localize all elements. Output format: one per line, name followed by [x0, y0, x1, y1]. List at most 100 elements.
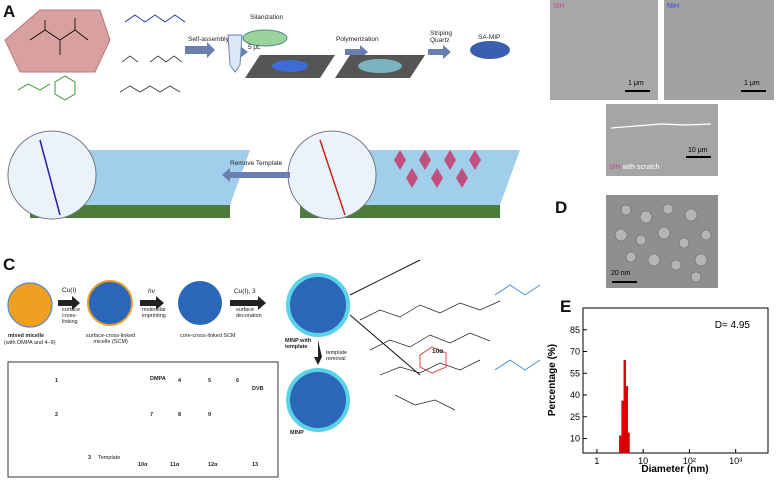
surface-crosslinking-label: surface cross- linking — [62, 307, 80, 325]
compound-number: 5 — [208, 378, 212, 384]
core-scm-label: core-cross-linked SCM — [180, 333, 236, 339]
mixed-micelle — [7, 282, 53, 328]
step-self-assembly: Self-assembly — [188, 36, 229, 43]
x-tick-label: 1 — [594, 456, 599, 466]
scale-text: 10 μm — [688, 147, 708, 154]
tem-image: 20 nm — [606, 195, 718, 288]
surface-decoration-label: surface decoration — [236, 307, 262, 319]
sem-image-sih: SIH 1 μm — [550, 0, 658, 100]
scalebar — [625, 90, 650, 92]
dvb-label: DVB — [252, 386, 264, 392]
scm-label: surface-cross-linked micelle (SCM) — [86, 333, 135, 345]
step-striping-quartz: Striping Quartz — [430, 30, 453, 44]
sem-image-nih: NIH 1 μm — [664, 0, 774, 100]
size-distribution-chart: 10 25 40 55 70 85 1 10 10² 10³ D= 4.95 Diameter … — [547, 307, 769, 475]
chart-annotation: D= 4.95 — [715, 320, 751, 331]
scm-micelle — [87, 280, 133, 326]
scale-text: 1 μm — [628, 80, 644, 87]
compound-number: 8 — [178, 412, 182, 418]
remove-template-label: Remove Template — [230, 160, 283, 167]
step-silanization: Silanization — [250, 14, 284, 21]
template-molecule-shape — [4, 9, 111, 73]
surface-crosslinking-line: cross- — [62, 313, 77, 319]
scm-label-line: surface-cross-linked — [86, 333, 136, 339]
core-scm-micelle — [178, 281, 222, 325]
compound-number: 2 — [55, 412, 59, 418]
sem-image-scratch: 10 μm SIH with scratch — [606, 104, 718, 176]
surface-crosslinking-line: surface — [62, 307, 81, 313]
compound-number: 9 — [208, 412, 212, 418]
plot-frame — [582, 307, 769, 454]
histogram-bar — [619, 435, 622, 454]
hv-label: hν — [148, 288, 155, 295]
y-tick-label: 25 — [570, 412, 580, 422]
mixed-micelle-label: mixed micelle — [8, 333, 45, 339]
mixed-micelle-sub: (with DMPA and 4–9) — [4, 340, 56, 346]
histogram-bar — [621, 400, 624, 454]
minp-label: MINP — [290, 430, 304, 436]
x-axis-label: Diameter (nm) — [641, 464, 708, 475]
x-tick-label: 10³ — [729, 456, 742, 466]
template-removal-line: removal — [326, 356, 346, 362]
dmpa-label: DMPA — [150, 376, 166, 382]
minp-template-line: template — [285, 344, 308, 350]
template-legend-label: Template — [98, 455, 121, 461]
scalebar — [686, 156, 711, 158]
surface-decoration-line: decoration — [236, 313, 262, 319]
panel-a-letter: A — [3, 2, 16, 21]
histogram-bar — [627, 432, 630, 454]
panel-c-illustration — [7, 259, 541, 478]
scalebar — [741, 90, 766, 92]
template-removal-label: template removal — [326, 350, 347, 362]
y-tick-label: 40 — [570, 390, 580, 400]
scalebar — [612, 281, 637, 283]
compound-number: 3 — [88, 455, 92, 461]
compound-number: 4 — [178, 378, 182, 384]
scale-text: 20 nm — [611, 270, 631, 277]
cu1-label: Cu(I) — [62, 287, 77, 294]
scratch-caption: SIH with scratch — [609, 164, 660, 171]
y-tick-label: 70 — [570, 347, 580, 357]
histogram-bar — [625, 386, 628, 454]
template-number: 11α — [170, 462, 180, 468]
molecular-imprinting-line: molecular — [142, 307, 166, 313]
cu3-label: Cu(I), 3 — [234, 288, 256, 295]
template-removal-line: template — [326, 350, 348, 356]
y-tick-label: 10 — [570, 434, 580, 444]
compound-number: 7 — [150, 412, 154, 418]
compound-number: 6 — [236, 378, 240, 384]
scale-text: 1 μm — [744, 80, 760, 87]
y-tick-label: 55 — [570, 368, 580, 378]
minp-with-template — [286, 273, 350, 337]
panel-c-letter: C — [3, 255, 16, 274]
sem-label-nih: NIH — [667, 3, 680, 10]
surface-crosslinking-line: linking — [62, 319, 78, 325]
legend-box — [7, 361, 279, 478]
minp-particle — [286, 368, 350, 432]
compound-number: 1 — [55, 378, 59, 384]
scratch-caption-rest: with scratch — [620, 164, 660, 171]
panel-e-letter: E — [560, 297, 572, 316]
x-tick-label: 10 — [638, 456, 648, 466]
zoom-circle-left — [7, 130, 97, 220]
molecular-imprinting-line: imprinting — [142, 313, 166, 319]
molecular-imprinting-label: molecular imprinting — [142, 307, 166, 319]
step-volume: 5 μL — [248, 44, 261, 51]
template-number: 10α — [138, 462, 148, 468]
sem-label-sih: SIH — [553, 3, 565, 10]
panel-d-letter: D — [555, 198, 568, 217]
panel-a-illustration — [4, 9, 520, 220]
sa-mip-disc — [470, 41, 510, 59]
surface-decoration-line: surface — [236, 307, 255, 313]
step-polymerization: Polymerization — [336, 36, 379, 43]
template-number: 12α — [208, 462, 218, 468]
y-tick-label: 85 — [570, 325, 580, 335]
scm-label-line: micelle (SCM) — [93, 339, 128, 345]
x-tick-label: 10² — [683, 456, 696, 466]
scratch-caption-sih: SIH — [609, 164, 621, 171]
step-sa-mip: SA-MIP — [478, 34, 501, 41]
minp-template-line: MINP with — [285, 338, 312, 344]
minp-template-label: MINP with template — [285, 338, 311, 350]
ten-alpha-label: 10α — [432, 348, 444, 355]
y-axis-label: Percentage (%) — [547, 344, 558, 416]
